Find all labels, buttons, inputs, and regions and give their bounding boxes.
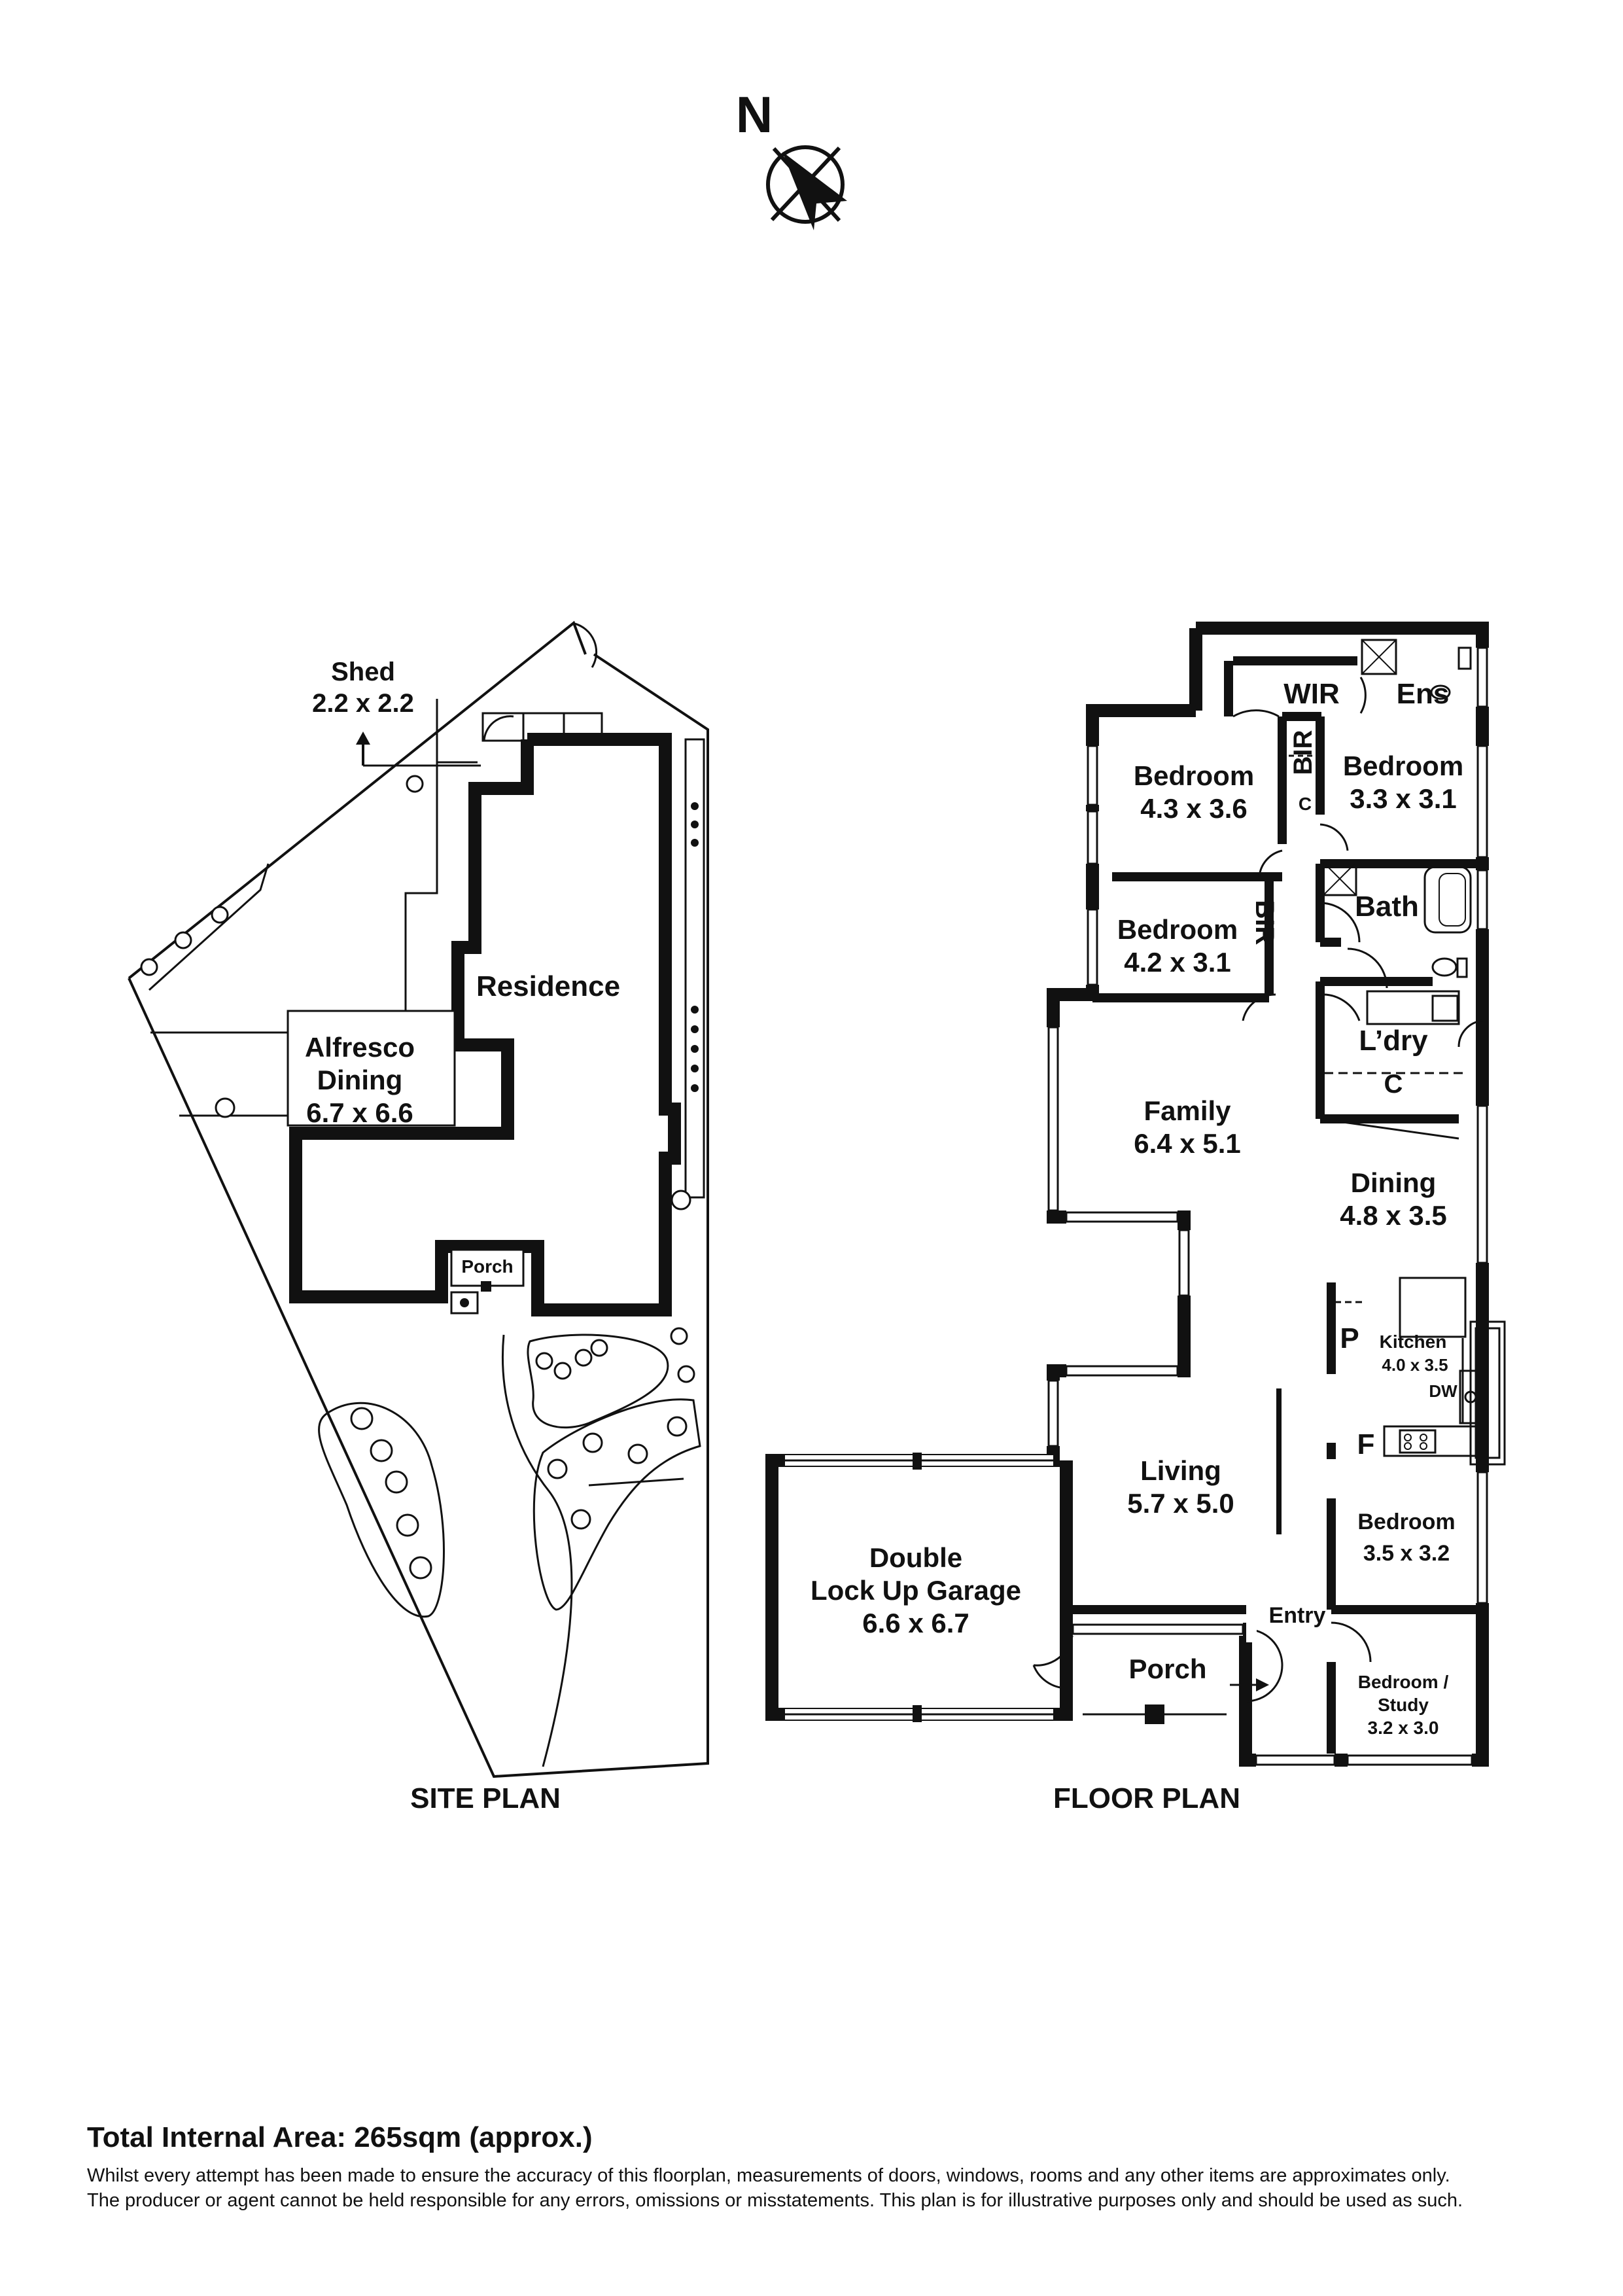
- door-swings: [1032, 677, 1483, 1703]
- ensuite-label: Ens: [1397, 678, 1450, 710]
- bath-label: Bath: [1355, 891, 1419, 923]
- room-labels: WIR Ens BIR C Bedroom 4.3 x 3.6 Bedroom …: [811, 678, 1463, 1738]
- toilet-icon: [1431, 957, 1457, 977]
- family-label: Family: [1143, 1095, 1231, 1126]
- disclaimer-line-1: Whilst every attempt has been made to en…: [87, 2165, 1450, 2186]
- shed-label: Shed: [331, 658, 395, 686]
- study-size: 3.2 x 3.0: [1368, 1718, 1439, 1738]
- bathtub-icon: [1423, 866, 1472, 934]
- closet-label-1: C: [1299, 794, 1312, 814]
- floor-plan-title: FLOOR PLAN: [1053, 1782, 1240, 1814]
- porch-label: Porch: [1128, 1653, 1206, 1684]
- closet-label-2: C: [1384, 1070, 1403, 1099]
- sink-icon: [1430, 684, 1451, 700]
- bedroom-4-size: 3.5 x 3.2: [1363, 1541, 1450, 1566]
- compass-circle: [766, 145, 845, 224]
- windows: [1047, 646, 1489, 1767]
- dining-size: 4.8 x 3.5: [1340, 1200, 1446, 1231]
- bir-label-2: BIR: [1250, 900, 1279, 945]
- dining-label: Dining: [1351, 1167, 1437, 1198]
- residence-outline: [289, 733, 681, 1316]
- site-plan: Shed 2.2 x 2.2 Residence Alfresco Dining…: [128, 620, 709, 1814]
- bedroom-4-label: Bedroom: [1357, 1510, 1455, 1534]
- family-size: 6.4 x 5.1: [1134, 1128, 1240, 1159]
- shower-icon: [1361, 639, 1397, 675]
- bir-label-1: BIR: [1289, 730, 1318, 775]
- wir-label: WIR: [1283, 678, 1340, 710]
- alfresco-size: 6.7 x 6.6: [306, 1097, 413, 1128]
- living-label: Living: [1140, 1455, 1221, 1486]
- bedroom-2-label: Bedroom: [1343, 751, 1463, 781]
- bedroom-2-size: 3.3 x 3.1: [1350, 783, 1456, 814]
- plant-icons: [140, 775, 695, 1580]
- floor-plan: WIR Ens BIR C Bedroom 4.3 x 3.6 Bedroom …: [765, 622, 1506, 1814]
- interior-walls: [1092, 656, 1482, 1760]
- bedroom-3-label: Bedroom: [1117, 914, 1238, 945]
- garage-size: 6.6 x 6.7: [862, 1608, 969, 1638]
- site-plan-title: SITE PLAN: [410, 1782, 561, 1814]
- alfresco-label-line-1: Alfresco: [305, 1032, 415, 1063]
- arrow-up-icon: [356, 732, 370, 745]
- north-compass: N: [736, 86, 847, 230]
- bedroom-3-size: 4.2 x 3.1: [1124, 947, 1230, 978]
- disclaimer-line-2: The producer or agent cannot be held res…: [87, 2190, 1463, 2211]
- kitchen-label: Kitchen: [1380, 1332, 1447, 1352]
- bedroom-1-label: Bedroom: [1134, 760, 1254, 791]
- entry-label: Entry: [1269, 1603, 1326, 1628]
- porch-label: Porch: [461, 1256, 513, 1277]
- site-boundary: [128, 620, 587, 980]
- study-label-line-1: Bedroom /: [1358, 1672, 1449, 1692]
- living-size: 5.7 x 5.0: [1127, 1488, 1234, 1519]
- garage-label-line-2: Lock Up Garage: [811, 1575, 1021, 1606]
- fridge-label: F: [1357, 1428, 1375, 1460]
- bedroom-1-size: 4.3 x 3.6: [1140, 793, 1247, 824]
- garden-bed: [318, 1402, 445, 1618]
- garage-label-line-1: Double: [869, 1542, 962, 1573]
- pantry-label: P: [1340, 1322, 1359, 1354]
- entry-arrow-icon: [1256, 1678, 1269, 1691]
- north-arrow-icon: [782, 152, 847, 230]
- study-label-line-2: Study: [1378, 1695, 1429, 1715]
- north-label: N: [736, 86, 773, 143]
- laundry-tub-icon: [1431, 995, 1459, 1022]
- total-area: Total Internal Area: 265sqm (approx.): [87, 2121, 593, 2153]
- residence-label: Residence: [476, 970, 620, 1002]
- alfresco: [287, 1010, 456, 1127]
- disclaimer: Whilst every attempt has been made to en…: [87, 2163, 1592, 2213]
- dishwasher-label: DW: [1429, 1381, 1457, 1401]
- laundry-label: L’dry: [1359, 1025, 1428, 1057]
- alfresco-label-line-2: Dining: [317, 1065, 403, 1095]
- shed-size: 2.2 x 2.2: [312, 689, 414, 718]
- kitchen-size: 4.0 x 3.5: [1382, 1355, 1448, 1375]
